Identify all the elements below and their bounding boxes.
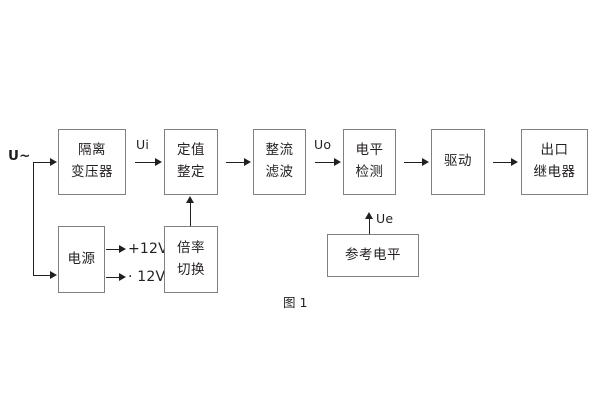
block-output-relay-line-1: 出口 <box>540 142 569 159</box>
figure-caption: 图 1 <box>283 295 308 310</box>
block-rectify-filter: 整流 滤波 <box>253 129 306 195</box>
connector-transformer-to-setting <box>135 162 157 163</box>
connector-rail-negative <box>106 277 122 278</box>
arrowhead-reference-to-level <box>365 212 373 219</box>
block-multiplier-switch: 倍率 切换 <box>164 226 218 293</box>
connector-level-to-driver <box>404 162 426 163</box>
connector-rectify-to-level <box>315 162 337 163</box>
block-level-detection-line-1: 电平 <box>355 142 384 159</box>
connector-setting-to-rectify <box>226 162 248 163</box>
signal-label-uo: Uo <box>314 137 332 152</box>
connector-rail-positive <box>106 249 122 250</box>
block-driver-line-1: 驱动 <box>444 153 472 170</box>
arrowhead-source-to-power <box>50 271 57 279</box>
block-rectify-filter-line-1: 整流 <box>265 142 294 159</box>
signal-label-rail-negative: · 12V <box>128 269 166 285</box>
arrowhead-rail-positive <box>119 245 126 253</box>
block-level-detection: 电平 检测 <box>343 129 396 195</box>
block-multiplier-switch-line-2: 切换 <box>177 261 205 278</box>
block-setting-value: 定值 整定 <box>164 129 218 195</box>
arrowhead-setting-to-rectify <box>244 158 251 166</box>
block-reference-level-line-1: 参考电平 <box>345 246 401 263</box>
signal-label-ui: Ui <box>136 137 150 152</box>
block-setting-value-line-2: 整定 <box>177 164 205 180</box>
arrowhead-multiplier-to-setting <box>186 196 194 203</box>
block-reference-level: 参考电平 <box>327 234 419 277</box>
connector-multiplier-to-setting <box>190 203 191 226</box>
block-isolation-transformer-line-2: 变压器 <box>71 164 113 180</box>
connector-source-to-transformer <box>33 162 51 163</box>
block-output-relay-line-2: 继电器 <box>533 164 576 180</box>
block-isolation-transformer: 隔离 变压器 <box>58 129 126 195</box>
arrowhead-source-to-transformer <box>50 158 57 166</box>
block-power-supply: 电源 <box>58 226 105 293</box>
arrowhead-rectify-to-level <box>334 158 341 166</box>
source-label-u: U~ <box>8 148 31 164</box>
block-power-supply-line-1: 电源 <box>67 250 96 267</box>
block-level-detection-line-2: 检测 <box>355 164 384 180</box>
connector-source-to-power <box>33 275 51 276</box>
arrowhead-level-to-driver <box>422 158 429 166</box>
connector-driver-to-relay <box>493 162 515 163</box>
arrowhead-rail-negative <box>119 273 126 281</box>
connector-reference-to-level <box>369 219 370 234</box>
block-isolation-transformer-line-1: 隔离 <box>78 142 106 159</box>
block-setting-value-line-1: 定值 <box>177 142 205 159</box>
arrowhead-transformer-to-setting <box>155 158 162 166</box>
connector-source-branch-down <box>33 162 34 275</box>
block-multiplier-switch-line-1: 倍率 <box>177 239 205 256</box>
block-output-relay: 出口 继电器 <box>521 129 588 195</box>
signal-label-ue: Ue <box>376 211 394 226</box>
block-driver: 驱动 <box>431 129 485 195</box>
block-rectify-filter-line-2: 滤波 <box>265 164 294 180</box>
arrowhead-driver-to-relay <box>511 158 518 166</box>
signal-label-rail-positive: +12V <box>128 241 168 257</box>
